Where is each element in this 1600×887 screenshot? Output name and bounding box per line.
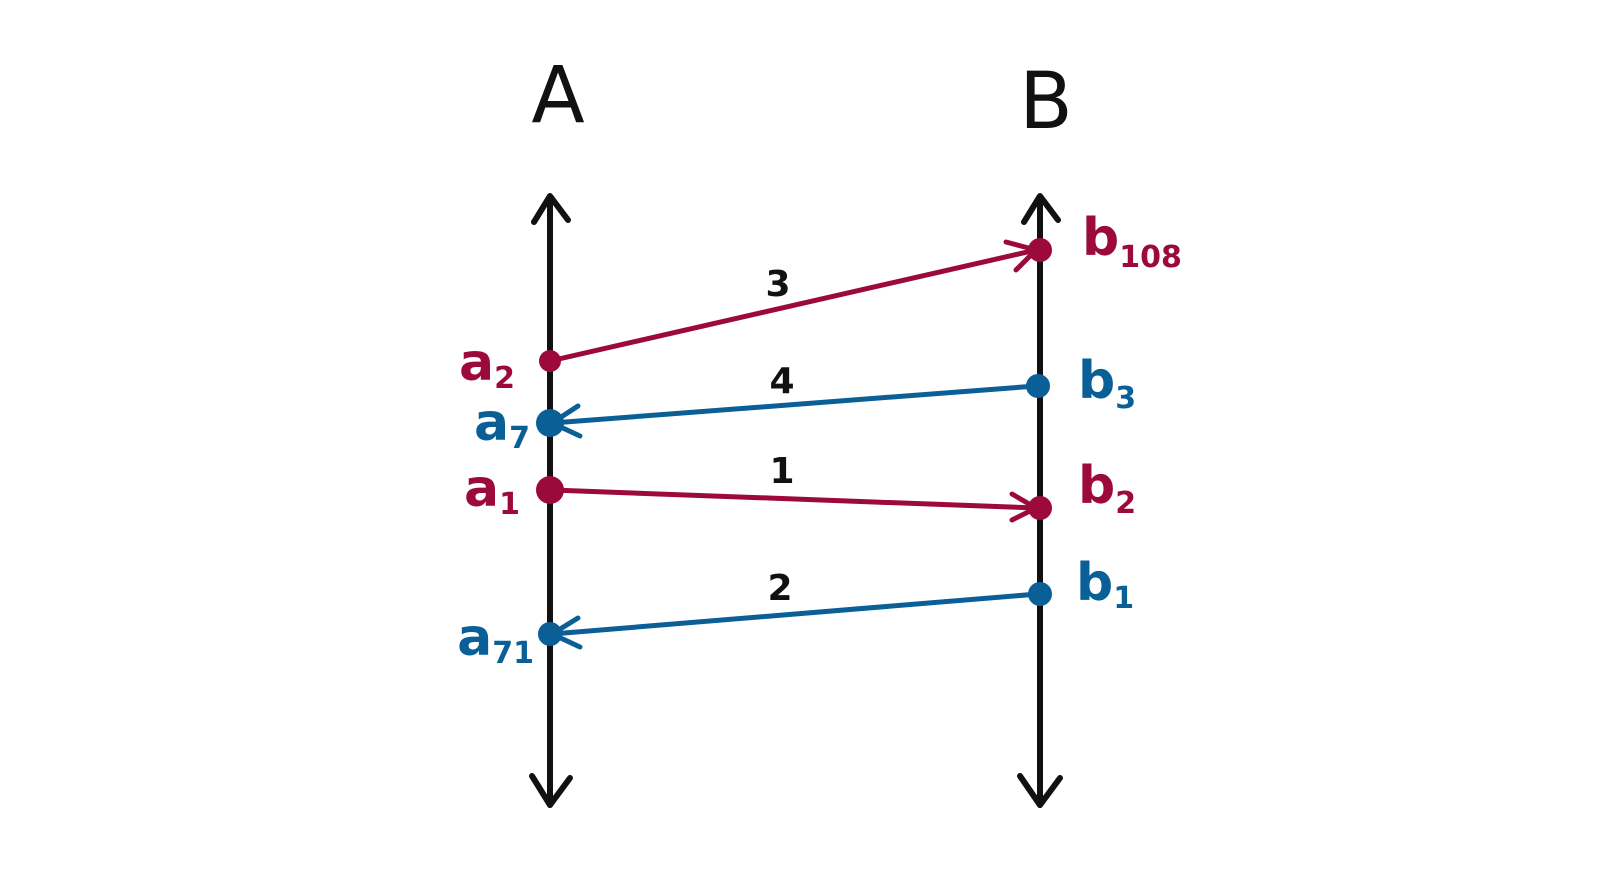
process-b-label: B bbox=[1019, 57, 1073, 147]
message-4-label: 4 bbox=[769, 361, 794, 402]
message-2-line bbox=[549, 591, 1041, 637]
event-b2-dot bbox=[1028, 496, 1052, 520]
message-2 bbox=[549, 591, 1041, 650]
event-b108-label: b108 bbox=[1082, 208, 1182, 275]
event-a2-sub: 2 bbox=[494, 361, 515, 396]
event-b1-base: b bbox=[1076, 553, 1113, 613]
event-a1-sub: 1 bbox=[499, 487, 520, 522]
event-b108-base: b bbox=[1082, 208, 1119, 268]
event-a1-base: a bbox=[464, 459, 499, 519]
event-a1-dot bbox=[536, 476, 564, 504]
event-a7-label: a7 bbox=[474, 393, 530, 456]
message-1 bbox=[549, 487, 1039, 523]
message-3-label: 3 bbox=[765, 264, 790, 305]
message-2-label: 2 bbox=[767, 568, 792, 609]
event-a71-base: a bbox=[457, 608, 492, 668]
event-b2-label: b2 bbox=[1078, 456, 1136, 521]
timeline-a-down-arrow bbox=[529, 773, 573, 808]
event-a2-base: a bbox=[459, 333, 494, 393]
timeline-a-up-arrow bbox=[531, 193, 571, 225]
event-b3-dot bbox=[1026, 374, 1050, 398]
timeline-b-up-arrow bbox=[1021, 193, 1061, 225]
timeline-b-down-arrow bbox=[1017, 773, 1063, 808]
event-a2-label: a2 bbox=[459, 333, 515, 396]
message-3 bbox=[547, 239, 1039, 364]
message-4-line bbox=[549, 383, 1039, 426]
event-a2-dot bbox=[539, 350, 561, 372]
event-a71-sub: 71 bbox=[492, 636, 534, 671]
process-a-label: A bbox=[531, 51, 584, 141]
event-b3-base: b bbox=[1078, 351, 1115, 411]
event-a71-dot bbox=[538, 622, 562, 646]
event-a7-dot bbox=[536, 409, 564, 437]
event-b1-dot bbox=[1028, 582, 1052, 606]
message-3-line bbox=[547, 247, 1039, 364]
event-a7-base: a bbox=[474, 393, 509, 453]
event-a1-label: a1 bbox=[464, 459, 520, 522]
event-b2-base: b bbox=[1078, 456, 1115, 516]
message-1-line bbox=[549, 487, 1039, 511]
event-b2-sub: 2 bbox=[1115, 486, 1136, 521]
event-a7-sub: 7 bbox=[509, 421, 530, 456]
event-b3-label: b3 bbox=[1078, 351, 1136, 416]
event-b1-label: b1 bbox=[1076, 553, 1134, 616]
event-b108-dot bbox=[1028, 238, 1052, 262]
message-1-label: 1 bbox=[769, 451, 794, 492]
event-b108-sub: 108 bbox=[1119, 240, 1182, 275]
event-b3-sub: 3 bbox=[1115, 381, 1136, 416]
event-a71-label: a71 bbox=[457, 608, 534, 671]
event-b1-sub: 1 bbox=[1113, 581, 1134, 616]
